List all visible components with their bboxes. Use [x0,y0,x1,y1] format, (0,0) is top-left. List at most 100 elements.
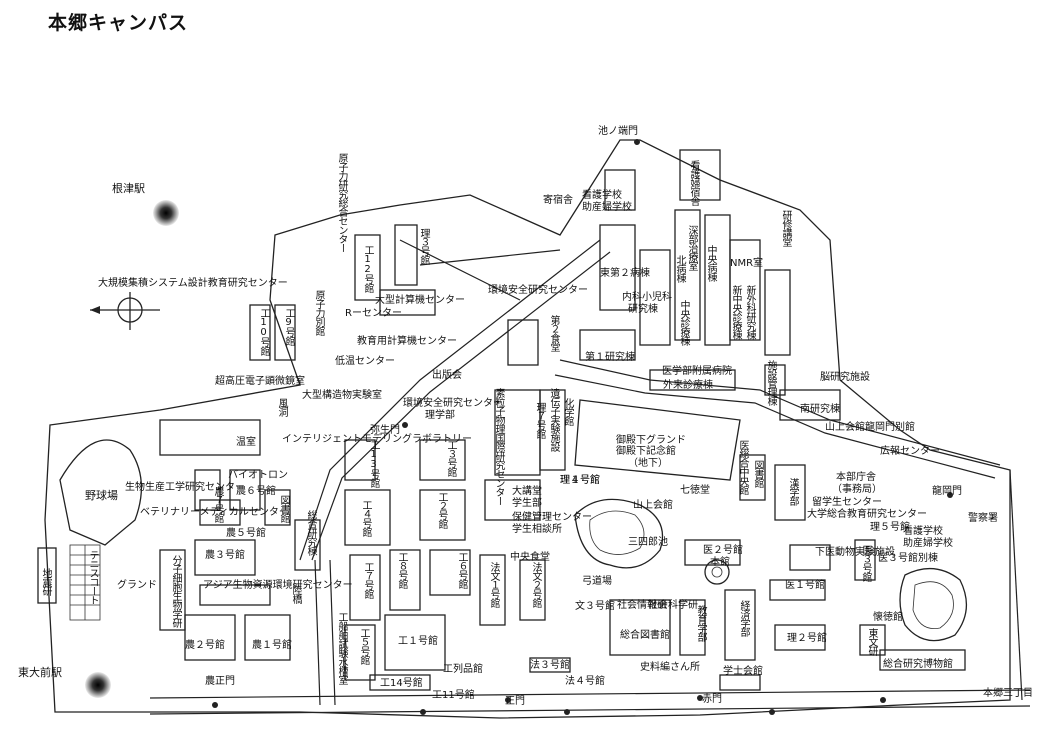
place-label: 工７号館 [362,562,373,598]
bldg-internal-med [639,249,671,346]
place-label: 学生相談所 [512,524,562,535]
bldg-med-1 [769,579,826,601]
place-label: 工６号館 [456,552,467,588]
place-label: 山上会館龍岡門別館 [825,422,915,433]
place-label: 弥生門 [370,425,400,436]
bldg-south-research [779,389,841,421]
map-title: 本郷キャンパス [48,12,189,34]
diagonal-road-2 [311,251,611,561]
bldg-eng-14 [369,674,431,691]
place-label: 農２号館 [185,640,225,651]
place-label: 工11号館 [432,690,475,701]
place-label: 工１号館 [398,636,438,647]
place-label: 工８号館 [396,552,407,588]
place-label: 助産婦学校 [903,538,953,549]
place-label: 教育用計算機センター [357,336,457,347]
bldg-agri-7 [194,469,221,511]
place-label: 本部庁舎 [836,472,876,483]
roundabout [704,559,730,585]
place-label: 経済学部 [738,600,749,636]
bldg-asia-bio [199,584,271,606]
bldg-hospital-east2 [599,224,636,311]
place-label: 超高圧電子顕微鏡室 [215,376,305,387]
place-label: 分子細胞生物学研 [170,555,181,627]
todaimae-station-label: 東大前駅 [18,666,62,679]
place-label: 工13号館 [368,440,379,487]
bldg-eng-12 [354,234,381,301]
place-label: 社会科学研 [648,600,698,611]
place-label: 理３号館 [418,228,429,264]
place-label: 農６号館 [236,486,276,497]
place-label: 広報センター [880,446,940,457]
bldg-eng-5 [344,624,376,681]
place-label: 工５号館 [358,628,369,664]
place-label: 総合図書館 [620,630,670,641]
place-label: ベテリナリーメディカルセンター [140,507,289,518]
place-label: 工船舶試験水槽室 [336,612,347,684]
place-label: 大型構造物実験室 [302,390,382,401]
place-label: 農１号館 [252,640,292,651]
place-label: 医１号館 [785,580,825,591]
diagonal-road-4 [419,249,561,266]
jishinken-building [37,547,57,604]
hongo-dori-2 [149,705,1031,715]
place-label: テニスコート [87,550,98,604]
place-label: 総合研究博物館 [883,659,953,670]
place-label: 看護学校 [582,190,622,201]
place-label: 池ノ端門 [598,126,638,137]
place-label: 大学総合教育研究センター [807,509,927,520]
place-label: 大講堂 [512,486,542,497]
central-road-2 [329,559,336,706]
place-label: 工9号館 [283,308,294,345]
bldg-economics [724,589,756,661]
bldg-eng-10 [249,304,271,361]
place-label: 寄宿舎 [543,195,573,206]
place-label: 工４号館 [360,500,371,536]
place-label: 原子力研究総合センター [336,153,347,252]
bldg-agri-6 [229,469,261,511]
place-label: 低温センター [335,356,395,367]
place-label: （事務局） [832,484,882,495]
bldg-1st-research [579,329,636,361]
place-label: 南研究棟 [800,404,840,415]
place-label: 御殿下記念館 [616,446,676,457]
place-label: 史料編さん所 [640,662,700,673]
place-label: インテリジェントモデリングラボラトリー [282,434,472,445]
place-label: 温室 [236,437,256,448]
bldg-animal-lab [789,544,831,571]
bldg-law-1 [479,554,506,626]
bldg-med-3 [854,539,876,581]
place-label: 農３号館 [205,550,245,561]
place-label: （地下） [628,458,668,469]
place-label: 新外科研究棟 [744,285,755,339]
place-label: 七徳堂 [680,485,710,496]
bldg-law-3 [529,657,571,673]
place-label: 保健管理センター [512,512,592,523]
place-label: 本郷三丁目 [983,688,1033,699]
place-label: 医３号館別棟 [878,553,938,564]
place-label: 赤門 [702,694,722,705]
bldg-eng-1 [384,614,446,671]
place-label: 外来診療棟 [663,380,713,391]
diagonal-road-3 [399,239,521,301]
bldg-agri-2 [184,614,236,661]
place-label: 研修講堂 [780,210,791,246]
place-label: 工列品館 [443,664,483,675]
place-label: 大型計算機センター [375,295,465,306]
bldg-nurse-dorm [679,149,721,201]
bldg-eng-6 [429,549,471,596]
place-label: 第２食堂 [548,315,559,351]
place-label: 看護婦宿舎 [688,160,699,205]
place-label: 教育学部 [695,605,706,641]
place-label: 助産婦学校 [582,202,632,213]
place-label: 正門 [505,696,525,707]
central-road [314,559,321,706]
place-label: 漢学部 [787,478,798,505]
place-label: 遺伝子実験施設 [548,388,559,451]
place-label: 野球場 [85,489,118,502]
bldg-eng-3 [419,439,466,481]
place-label: 理学部 [425,410,455,421]
place-label: 第１研究棟 [585,352,635,363]
place-label: 農５号館 [226,528,266,539]
